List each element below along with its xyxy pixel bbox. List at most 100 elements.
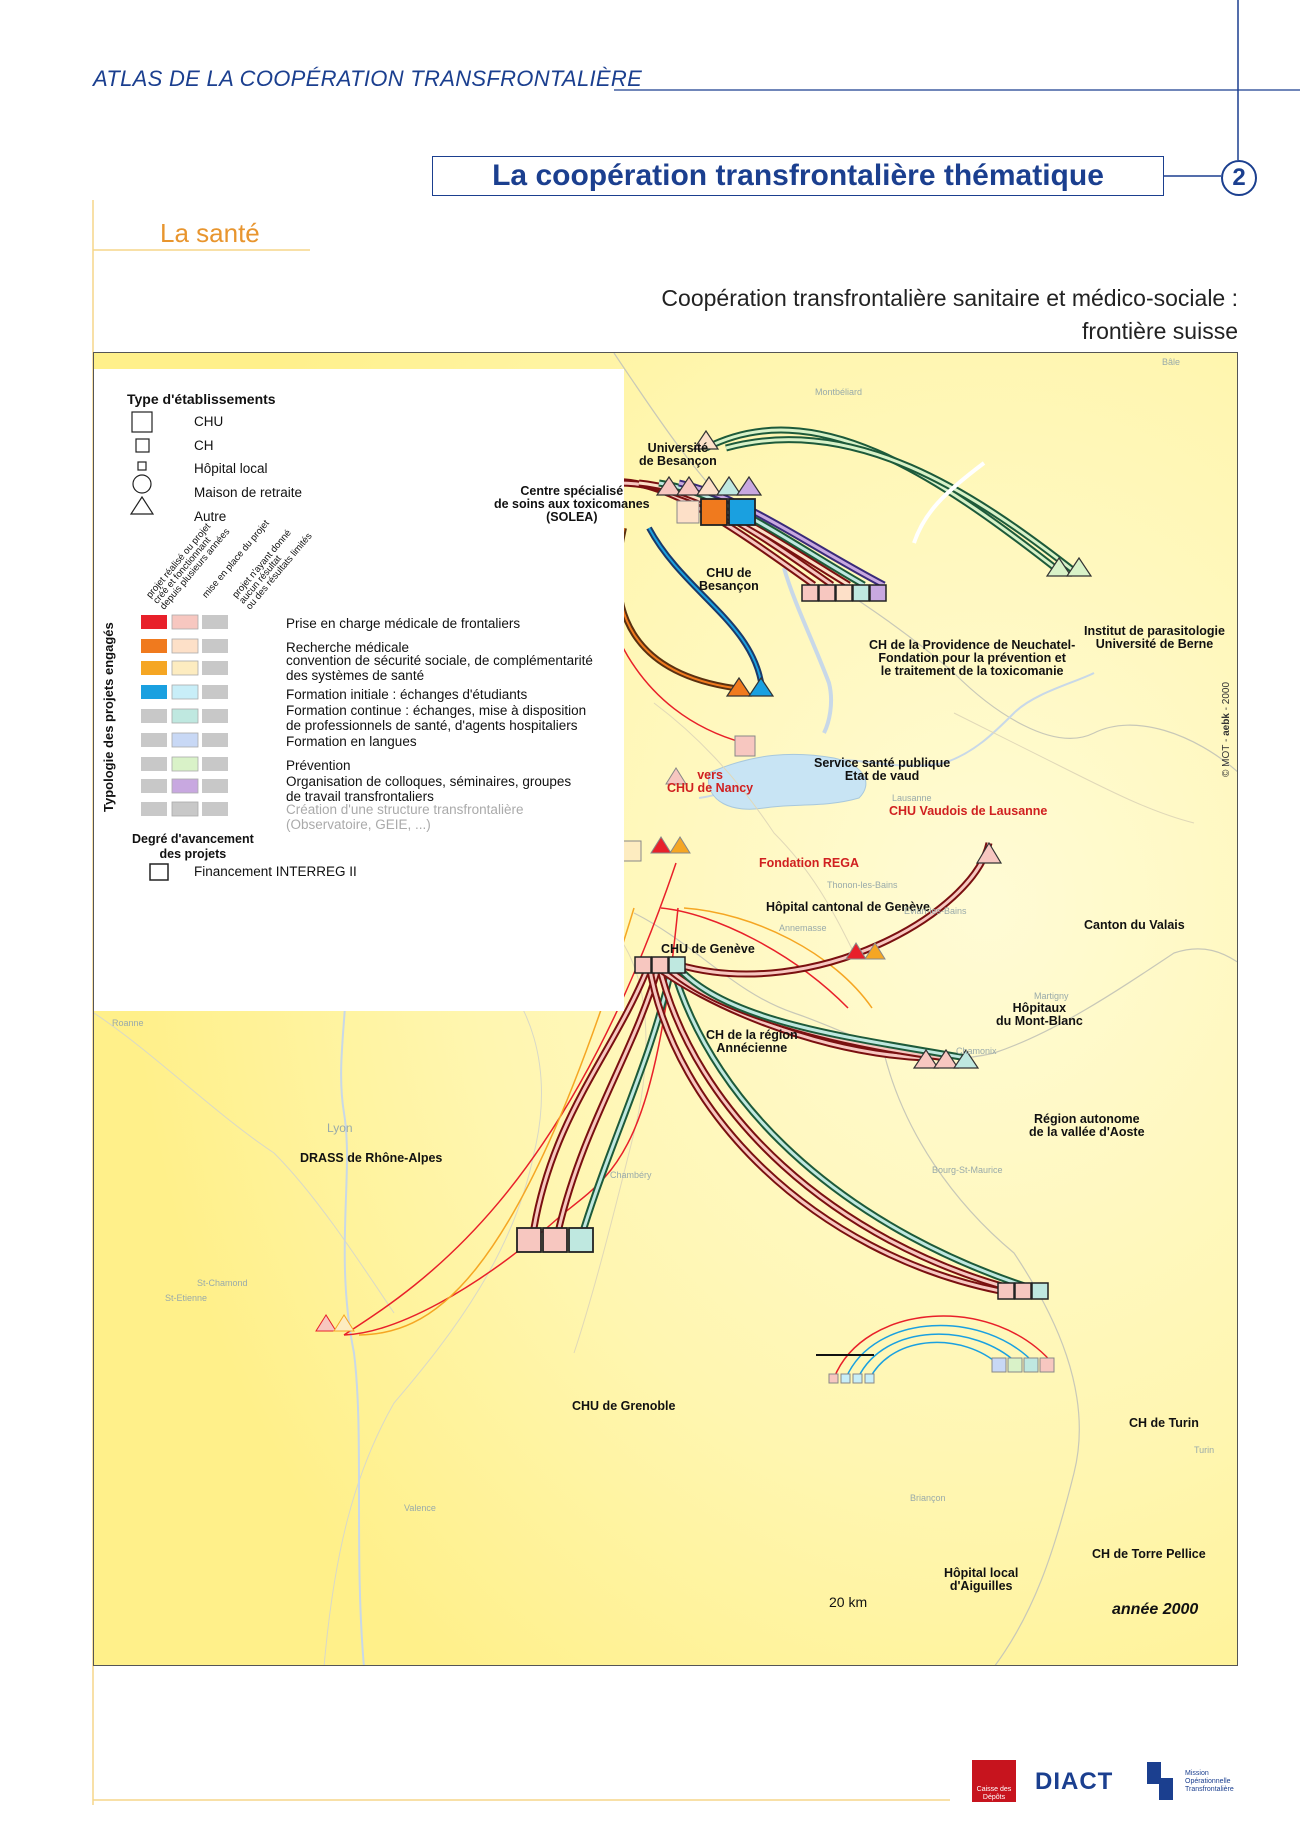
legend-swatch	[141, 733, 167, 747]
town-label: Chamonix	[956, 1046, 997, 1056]
site-drass	[315, 1314, 355, 1332]
legend-swatch	[202, 733, 228, 747]
legend-swatch	[171, 638, 199, 654]
road-1	[653, 702, 855, 954]
site-solea	[655, 475, 763, 496]
legend-type-autre: Autre	[194, 509, 227, 524]
site-rega	[665, 767, 687, 785]
legend-swatch	[141, 779, 167, 793]
legend-swatch	[171, 756, 199, 772]
site-valais	[975, 841, 1003, 864]
label-drass: DRASS de Rhône-Alpes	[300, 1151, 443, 1165]
label-torre-pellice: CH de Torre Pellice	[1092, 1547, 1206, 1561]
site-torre-pellice	[991, 1357, 1055, 1373]
legend-swatch	[171, 732, 199, 748]
town-label: St-Chamond	[197, 1278, 248, 1288]
town-label: Briançon	[910, 1493, 946, 1503]
legend-footer-label: Degré d'avancement des projets	[132, 832, 254, 861]
atlas-title: ATLAS DE LA COOPÉRATION TRANSFRONTALIÈRE	[93, 66, 643, 91]
legend-type-title: Type d'établissements	[127, 391, 276, 407]
town-label: Lausanne	[892, 793, 932, 803]
legend-swatch	[141, 639, 167, 653]
legend-maison-retraite-symbol	[132, 474, 152, 494]
site-chu-besancon	[676, 498, 756, 526]
legend-swatch	[171, 778, 199, 794]
town-label: Bâle	[1162, 357, 1181, 367]
legend-swatch	[141, 685, 167, 699]
town-label: Roanne	[112, 1018, 144, 1028]
legend-type-hopital-local: Hôpital local	[194, 461, 268, 476]
border-france-switzerland	[613, 353, 1237, 773]
legend-swatch	[171, 614, 199, 630]
legend-swatch	[171, 684, 199, 700]
road-2	[953, 712, 1195, 824]
town-label: Valence	[404, 1503, 436, 1513]
label-grenoble: CHU de Grenoble	[572, 1399, 676, 1413]
legend-swatch	[141, 661, 167, 675]
legend-swatch	[171, 708, 199, 724]
lake-geneva	[708, 753, 867, 810]
section-title: La santé	[160, 218, 260, 248]
legend-swatch	[171, 801, 199, 817]
scale-label: 20 km	[829, 1594, 868, 1610]
legend-swatch	[202, 639, 228, 653]
legend-interreg-symbol	[149, 863, 169, 881]
town-label: Thonon-les-Bains	[827, 880, 898, 890]
logo-mot: Mission Opérationnelle Transfrontalière	[1185, 1770, 1234, 1793]
town-label: Montbéliard	[815, 387, 863, 397]
site-aiguilles	[828, 1373, 875, 1384]
label-annecy: CH de la région Annécienne	[706, 1028, 798, 1055]
label-rega: Fondation REGA	[759, 856, 859, 870]
page-number: 2	[1221, 160, 1257, 196]
site-aoste	[912, 1048, 980, 1069]
site-grenoble	[516, 1227, 594, 1253]
town-label: Evian-les-Bains	[904, 906, 967, 916]
legend-swatch	[141, 757, 167, 771]
map-copyright: © MOT - aebk - 2000	[1221, 681, 1232, 777]
legend-row-label-4: Formation continue : échanges, mise à di…	[286, 703, 587, 733]
border-france-italy	[883, 1052, 1080, 1665]
site-annecy	[634, 956, 686, 974]
map-title-line2: frontière suisse	[1082, 318, 1238, 344]
legend-row-label-5: Formation en langues	[286, 734, 417, 749]
legend-type-chu: CHU	[194, 414, 224, 429]
legend-swatch	[141, 709, 167, 723]
town-label: Lyon	[327, 1121, 353, 1135]
label-valais: Canton du Valais	[1084, 918, 1185, 932]
lake-neuchatel	[782, 567, 834, 734]
site-universite-besancon	[692, 429, 720, 450]
legend-row-label-0: Prise en charge médicale de frontaliers	[286, 616, 521, 631]
legend-autre-symbol	[129, 495, 155, 515]
label-parasitologie: Institut de parasitologie Université de …	[1084, 624, 1225, 651]
legend-row-label-1: Recherche médicale	[286, 640, 410, 655]
site-mont-blanc	[845, 942, 886, 960]
legend-swatch	[202, 779, 228, 793]
legend-row-label-6: Prévention	[286, 758, 351, 773]
map-title-line1: Coopération transfrontalière sanitaire e…	[661, 285, 1238, 311]
legend-row-label-2: convention de sécurité sociale, de compl…	[286, 653, 593, 683]
legend-hopital-local-symbol	[137, 461, 147, 471]
legend-swatch	[202, 709, 228, 723]
legend-swatch	[202, 802, 228, 816]
site-parasitologie	[1045, 556, 1093, 577]
label-sante-vaud: Service santé publique Etat de vaud	[814, 756, 951, 783]
label-aoste: Région autonome de la vallée d'Aoste	[1029, 1112, 1145, 1139]
legend-symbols	[129, 411, 228, 881]
label-aiguilles: Hôpital local d'Aiguilles	[944, 1566, 1019, 1593]
label-turin: CH de Turin	[1129, 1416, 1199, 1430]
logo-mot-icon	[1147, 1762, 1173, 1800]
label-chu-geneve: CHU de Genève	[661, 942, 755, 956]
town-label: Annemasse	[779, 923, 827, 933]
label-nancy: vers CHU de Nancy	[667, 768, 754, 795]
label-solea: Centre spécialisé de soins aux toxicoman…	[494, 484, 650, 524]
legend-row-label-8: Création d'une structure transfrontalièr…	[286, 802, 524, 832]
legend-swatch	[141, 615, 167, 629]
town-label: Bourg-St-Maurice	[932, 1165, 1003, 1175]
legend-chu-symbol	[131, 411, 153, 433]
road-3	[573, 912, 647, 1354]
legend-row-label-3: Formation initiale : échanges d'étudiant…	[286, 687, 528, 702]
legend-type-ch: CH	[194, 438, 214, 453]
label-chu-besancon: CHU de Besançon	[699, 566, 759, 593]
site-providence	[801, 584, 887, 602]
legend-swatch	[141, 802, 167, 816]
